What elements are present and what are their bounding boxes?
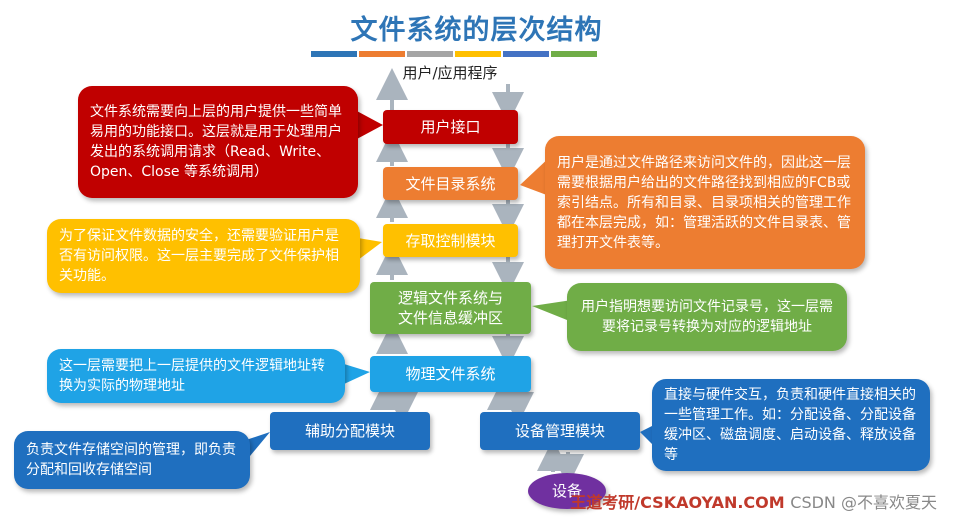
- note-physical-fs-text: 这一层需要把上一层提供的文件逻辑地址转换为实际的物理地址: [59, 358, 325, 394]
- layer-logical-fs: 逻辑文件系统与 文件信息缓冲区: [370, 282, 531, 334]
- page-title: 文件系统的层次结构: [350, 15, 603, 46]
- layer-user-interface-label: 用户接口: [420, 118, 481, 136]
- colorbar-segment-5: [503, 51, 549, 57]
- note-aux-alloc: 负责文件存储空间的管理，即负责分配和回收存储空间: [14, 431, 250, 489]
- layer-logical-fs-label-2: 文件信息缓冲区: [397, 309, 503, 327]
- colorbar-segment-3: [407, 51, 453, 57]
- colorbar-segment-4: [455, 51, 501, 57]
- user-application-label: 用户/应用程序: [402, 64, 498, 82]
- layer-aux-alloc: 辅助分配模块: [270, 412, 430, 450]
- note-logical-fs-text: 用户指明想要访问文件记录号，这一层需要将记录号转换为对应的逻辑地址: [581, 299, 833, 335]
- note-user-interface: 文件系统需要向上层的用户提供一些简单易用的功能接口。这层就是用于处理用户发出的系…: [78, 86, 358, 198]
- note-access-control: 为了保证文件数据的安全，还需要验证用户是否有访问权限。这一层主要完成了文件保护相…: [47, 219, 360, 293]
- layer-device-mgmt-label: 设备管理模块: [514, 422, 605, 440]
- note-device-mgmt-text: 直接与硬件交互，负责和硬件直接相关的一些管理工作。如：分配设备、分配设备缓冲区、…: [664, 387, 916, 463]
- device-ellipse: 设备: [528, 473, 606, 509]
- colorbar-segment-6: [551, 51, 597, 57]
- layer-user-interface: 用户接口: [383, 110, 518, 144]
- layer-file-directory: 文件目录系统: [383, 167, 518, 200]
- note-file-directory: 用户是通过文件路径来访问文件的，因此这一层需要根据用户给出的文件路径找到相应的F…: [545, 136, 865, 269]
- watermark: 王道考研/CSKAOYAN.COM CSDN @不喜欢夏天: [570, 489, 937, 513]
- layer-physical-fs: 物理文件系统: [370, 356, 531, 392]
- layer-access-control: 存取控制模块: [383, 224, 518, 257]
- watermark-overlay: CSDN @不喜欢夏天: [790, 493, 937, 512]
- note-file-directory-text: 用户是通过文件路径来访问文件的，因此这一层需要根据用户给出的文件路径找到相应的F…: [557, 154, 851, 251]
- note-physical-fs: 这一层需要把上一层提供的文件逻辑地址转换为实际的物理地址: [47, 349, 345, 403]
- layer-physical-fs-label: 物理文件系统: [405, 365, 496, 383]
- layer-device-mgmt: 设备管理模块: [480, 412, 640, 450]
- note-access-control-text: 为了保证文件数据的安全，还需要验证用户是否有访问权限。这一层主要完成了文件保护相…: [59, 228, 339, 284]
- colorbar-segment-1: [311, 51, 357, 57]
- note-user-interface-text: 文件系统需要向上层的用户提供一些简单易用的功能接口。这层就是用于处理用户发出的系…: [90, 104, 342, 180]
- layer-aux-alloc-label: 辅助分配模块: [304, 422, 395, 440]
- layer-file-directory-label: 文件目录系统: [405, 174, 496, 193]
- watermark-brand: 王道考研/CSKAOYAN.COM: [570, 493, 785, 512]
- layer-logical-fs-label-1: 逻辑文件系统与: [397, 289, 503, 307]
- note-device-mgmt: 直接与硬件交互，负责和硬件直接相关的一些管理工作。如：分配设备、分配设备缓冲区、…: [652, 379, 930, 471]
- colorbar-segment-2: [359, 51, 405, 57]
- device-label: 设备: [551, 482, 582, 500]
- note-aux-alloc-text: 负责文件存储空间的管理，即负责分配和回收存储空间: [26, 442, 236, 478]
- layer-access-control-label: 存取控制模块: [405, 231, 496, 250]
- note-logical-fs: 用户指明想要访问文件记录号，这一层需要将记录号转换为对应的逻辑地址: [567, 283, 847, 351]
